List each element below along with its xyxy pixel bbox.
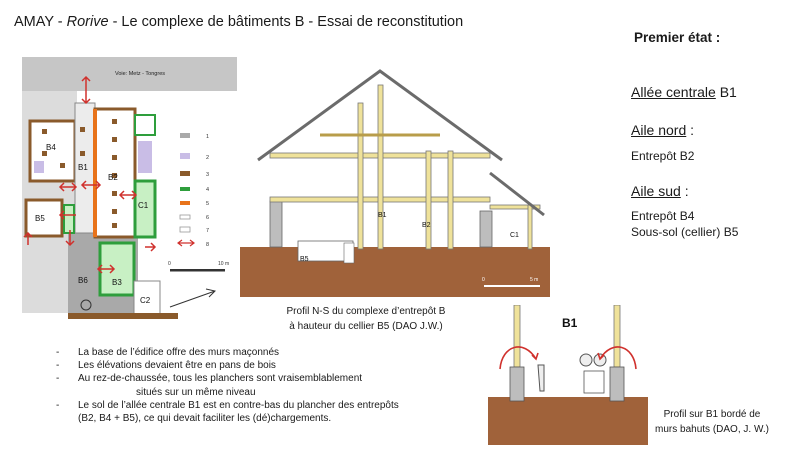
profile-pillars [269,200,493,248]
cellar-b5 [24,198,64,238]
south-wall [68,313,178,319]
well-icon [80,299,92,311]
plan-legend: 1 2 3 4 5 6 7 8 [177,133,209,248]
detail-low-walls [509,366,625,402]
room-label: C2 [140,296,151,305]
south-wing-item: Entrepôt B4 [631,209,695,223]
timber-frame [269,84,541,250]
notes-list: La base de l’édifice offre des murs maço… [56,346,436,425]
legend-number: 7 [206,228,209,234]
profile-caption: Profil N-S du complexe d’entrepôt B à ha… [286,306,446,332]
note-item: Au rez-de-chaussée, tous les planchers s… [56,372,436,385]
legend-number: 4 [206,187,209,193]
svg-text:5 m: 5 m [530,277,538,283]
legend-number: 1 [206,134,209,140]
legend-number: 3 [206,172,209,178]
lilac-zone [138,141,152,173]
svg-text:0: 0 [482,277,485,283]
horse-icon [537,364,545,392]
red-arrows [23,75,157,274]
profile-label: B5 [300,256,309,263]
north-arrow-icon [169,288,216,308]
profile-label: B2 [422,222,431,229]
plan-scale-bar: 0 10 m [168,261,229,272]
room-label: B4 [46,143,56,152]
detail-caption: Profil sur B1 bordé de murs bahuts (DAO,… [655,409,769,435]
soil [240,247,550,297]
detail-profile: B1 [488,305,648,445]
note-item: La base de l’édifice offre des murs maço… [56,346,436,359]
road [22,57,237,91]
roof [257,69,545,217]
annex-c1 [133,179,157,239]
annex-c2 [133,280,161,318]
red-arrows [499,346,637,370]
room-label: B2 [108,173,118,182]
annex-green [63,204,75,234]
soil [488,397,648,445]
page-title: AMAY - Rorive - Le complexe de bâtiments… [14,14,464,30]
section-central-aisle: Allée centrale B1 [631,84,737,100]
note-continuation: (B2, B4 + B5), ce qui devait faciliter l… [78,413,332,425]
section-south-wing: Aile sud : [631,183,689,199]
legend-number: 8 [206,242,209,248]
room-label: B6 [78,276,88,285]
note-item: Les élévations devaient être en pans de … [56,359,436,372]
section-north-wing: Aile nord : [631,122,695,138]
road-label: Voie: Metz - Tongres [115,71,165,77]
profile-label: B1 [378,212,387,219]
section-profile: B1 B2 C1 B5 0 5 m [240,69,550,297]
note-continuation: situés sur un même niveau [136,386,256,398]
cellar-door [343,242,355,264]
room-label: C1 [138,201,149,210]
detail-label: B1 [562,316,578,330]
site-plan: Voie: Metz - Tongres B4 [22,57,237,319]
note-item: Le sol de l’allée centrale B1 est en con… [56,399,436,412]
state-heading: Premier état : [634,30,721,45]
lilac-zone [34,161,44,173]
legend-number: 2 [206,155,209,161]
profile-label: C1 [510,232,519,239]
cart-icon [583,370,605,394]
profile-scale-bar: 0 5 m [482,277,540,287]
room-label: B1 [78,163,88,172]
legend-number: 5 [206,201,209,207]
annex-green [134,114,156,136]
room-label: B3 [112,278,122,287]
svg-text:10 m: 10 m [218,261,229,267]
south-wing-item: Sous-sol (cellier) B5 [631,225,739,239]
legend-number: 6 [206,215,209,221]
pillar-marks [42,119,117,228]
room-label: B5 [35,214,45,223]
svg-text:0: 0 [168,261,171,267]
north-wing-item: Entrepôt B2 [631,149,695,163]
